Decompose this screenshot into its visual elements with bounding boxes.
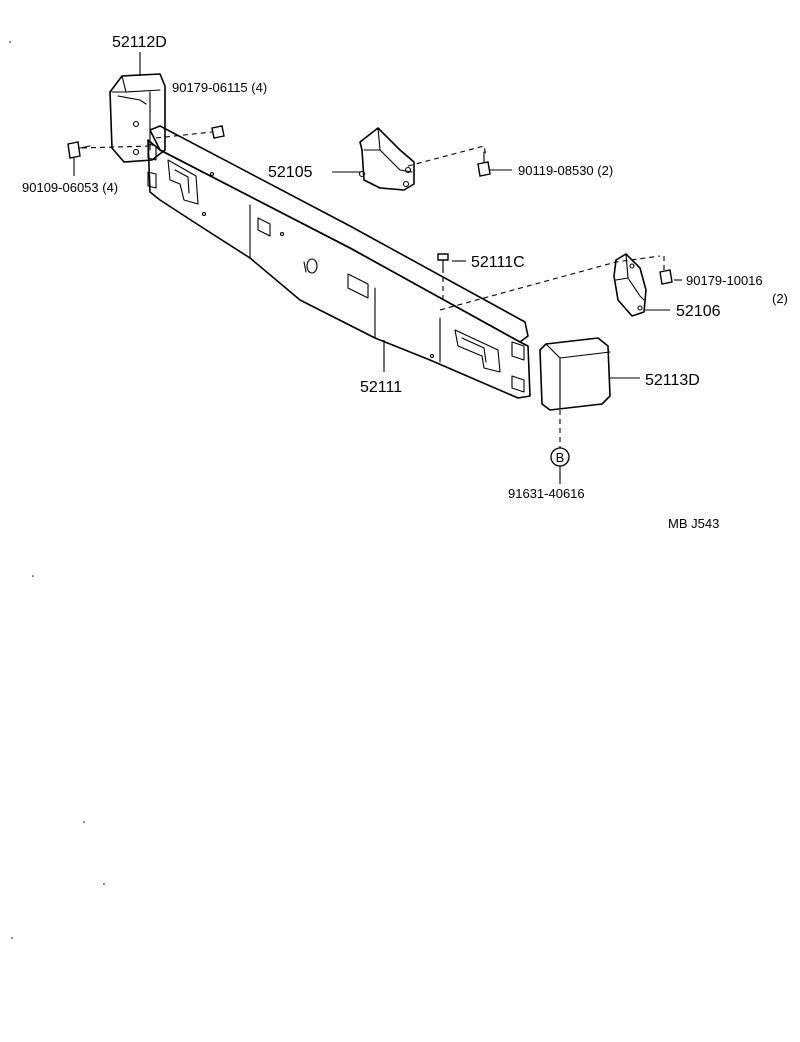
bracket-right — [613, 253, 647, 317]
label-52111C: 52111C — [471, 254, 525, 271]
label-52112D: 52112D — [112, 34, 167, 51]
callout-b-label: B — [556, 450, 565, 465]
label-52111: 52111 — [360, 379, 402, 396]
label-90179-10016: 90179-10016 — [686, 273, 763, 288]
left-corner-piece — [109, 73, 166, 163]
label-52106: 52106 — [676, 303, 721, 320]
label-91631-40616: 91631-40616 — [508, 486, 585, 501]
label-52113D: 52113D — [645, 372, 700, 389]
callout-b: B — [550, 447, 570, 467]
leader-lines — [73, 52, 682, 484]
fastener-nut-right — [659, 269, 673, 285]
label-90179-10016-qty: (2) — [772, 291, 788, 306]
fastener-nut-left — [211, 125, 225, 139]
scan-specks — [9, 41, 105, 939]
right-corner-piece — [539, 337, 611, 411]
label-90179-06115: 90179-06115 (4) — [172, 80, 267, 95]
bumper-bar — [147, 125, 531, 399]
diagram-code: MB J543 — [668, 516, 719, 531]
assembly-lines — [81, 131, 665, 448]
label-52105: 52105 — [268, 164, 313, 181]
label-90109-06053: 90109-06053 (4) — [22, 180, 118, 195]
fastener-bolt-left — [67, 141, 91, 159]
label-90119-08530: 90119-08530 (2) — [518, 163, 613, 178]
fastener-bolt-bracket — [477, 151, 491, 177]
bracket-left — [358, 127, 415, 191]
